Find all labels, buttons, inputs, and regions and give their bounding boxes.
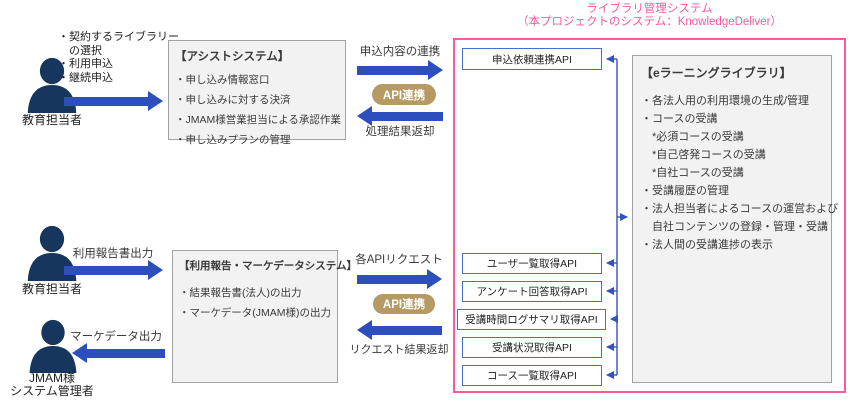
- pink-panel-title-line2: （本プロジェクトのシステム：KnowledgeDeliver）: [517, 16, 782, 28]
- arrow-shaft: [372, 111, 443, 121]
- arrow-bottom-response: [357, 320, 442, 340]
- arrow-marke-output: [72, 343, 165, 363]
- pink-panel-title-line1: ライブラリ管理システム: [586, 3, 713, 15]
- top-request-label: 申込内容の連携: [359, 46, 441, 58]
- report-output-label: 利用報告書出力: [72, 248, 154, 260]
- api-box-course-list: コース一覧取得API: [462, 365, 602, 386]
- arrow-shaft: [357, 274, 427, 284]
- note-line: の選択: [58, 44, 102, 57]
- elearning-library-title: 【eラーニングライブラリ】: [641, 66, 792, 80]
- arrow-head-right-icon: [428, 60, 443, 80]
- report-item: ・マーケデータ(JMAM様)の出力: [179, 307, 332, 319]
- elearning-item: ・法人間の受講進捗の表示: [641, 239, 773, 251]
- jmam-admin-label-line1: JMAM様: [29, 371, 75, 385]
- assist-item: ・JMAM様営業担当による承認作業: [175, 114, 341, 126]
- note-line: ・継続申込: [58, 71, 113, 84]
- arrow-shaft: [87, 348, 165, 358]
- report-system-box: 【利用報告・マーケデータシステム】 ・結果報告書(法人)の出力 ・マーケデータ(…: [172, 250, 357, 383]
- assist-system-box: 【アシストシステム】 ・申し込み情報窓口 ・申し込みに対する決済 ・JMAM様営…: [168, 40, 346, 146]
- bottom-response-label: リクエスト結果返却: [349, 344, 449, 356]
- api-box-study-time-log: 受講時間ログサマリ取得API: [457, 309, 606, 330]
- api-box-survey-answers: アンケート回答取得API: [462, 281, 602, 302]
- arrow-head-right-icon: [148, 260, 163, 280]
- jmam-admin-person-icon: [26, 318, 80, 374]
- arrow-shaft: [64, 96, 148, 106]
- arrow-head-left-icon: [357, 106, 372, 126]
- arrow-head-left-icon: [357, 320, 372, 340]
- note-line: ・利用申込: [58, 58, 113, 70]
- assist-item: ・申し込み情報窓口: [175, 74, 270, 86]
- elearning-item: ・各法人用の利用環境の生成/管理: [641, 95, 810, 107]
- arrow-top-response: [357, 106, 443, 126]
- elearning-item: 自社コンテンツの登録・管理・受講: [641, 221, 828, 233]
- educator-top-label: 教育担当者: [21, 113, 82, 127]
- elearning-library-box: 【eラーニングライブラリ】 ・各法人用の利用環境の生成/管理 ・コースの受講 *…: [632, 55, 839, 383]
- arrow-report-output: [64, 260, 163, 280]
- library-management-panel: [453, 38, 846, 393]
- arrow-head-right-icon: [148, 91, 163, 111]
- api-box-study-status: 受講状況取得API: [462, 337, 602, 358]
- educator-top-person-icon: [24, 56, 80, 114]
- top-response-label: 処理結果返却: [365, 126, 435, 138]
- marke-output-label: マーケデータ出力: [70, 331, 162, 343]
- report-item: ・結果報告書(法人)の出力: [179, 287, 302, 299]
- arrow-bottom-request: [357, 269, 442, 289]
- jmam-admin-label: JMAM様 システム管理者: [2, 372, 102, 398]
- elearning-item: *必須コースの受講: [641, 131, 744, 143]
- educator-top-notes: ・契約するライブラリー の選択 ・利用申込 ・継続申込: [58, 31, 179, 85]
- elearning-item: ・受講履歴の管理: [641, 185, 729, 197]
- arrow-top-request: [357, 60, 443, 80]
- assist-item: ・申し込みに対する決済: [175, 94, 291, 106]
- api-link-pill-bottom: API連携: [373, 294, 435, 314]
- arrow-head-right-icon: [427, 269, 442, 289]
- arrow-shaft: [357, 65, 428, 75]
- api-box-application-link: 申込依頼連携API: [462, 48, 602, 70]
- arrow-shaft: [64, 265, 148, 275]
- api-link-pill-top: API連携: [372, 84, 436, 105]
- elearning-item: ・コースの受講: [641, 113, 718, 125]
- elearning-item: *自己啓発コースの受講: [641, 149, 766, 161]
- api-box-user-list: ユーザ一覧取得API: [462, 253, 602, 274]
- arrow-educator-to-assist: [64, 91, 163, 111]
- arrow-shaft: [372, 325, 442, 335]
- elearning-item: *自社コースの受講: [641, 167, 744, 179]
- assist-system-title: 【アシストシステム】: [175, 51, 290, 63]
- educator-bottom-label: 教育担当者: [21, 282, 82, 296]
- note-line: ・契約するライブラリー: [58, 31, 179, 43]
- report-system-title: 【利用報告・マーケデータシステム】: [179, 260, 357, 272]
- elearning-item: ・法人担当者によるコースの運営および: [641, 203, 839, 215]
- jmam-admin-label-line2: システム管理者: [10, 384, 94, 398]
- arrow-head-left-icon: [72, 343, 87, 363]
- assist-item: ・申し込みプランの管理: [175, 134, 291, 146]
- bottom-request-label: 各APIリクエスト: [355, 254, 443, 266]
